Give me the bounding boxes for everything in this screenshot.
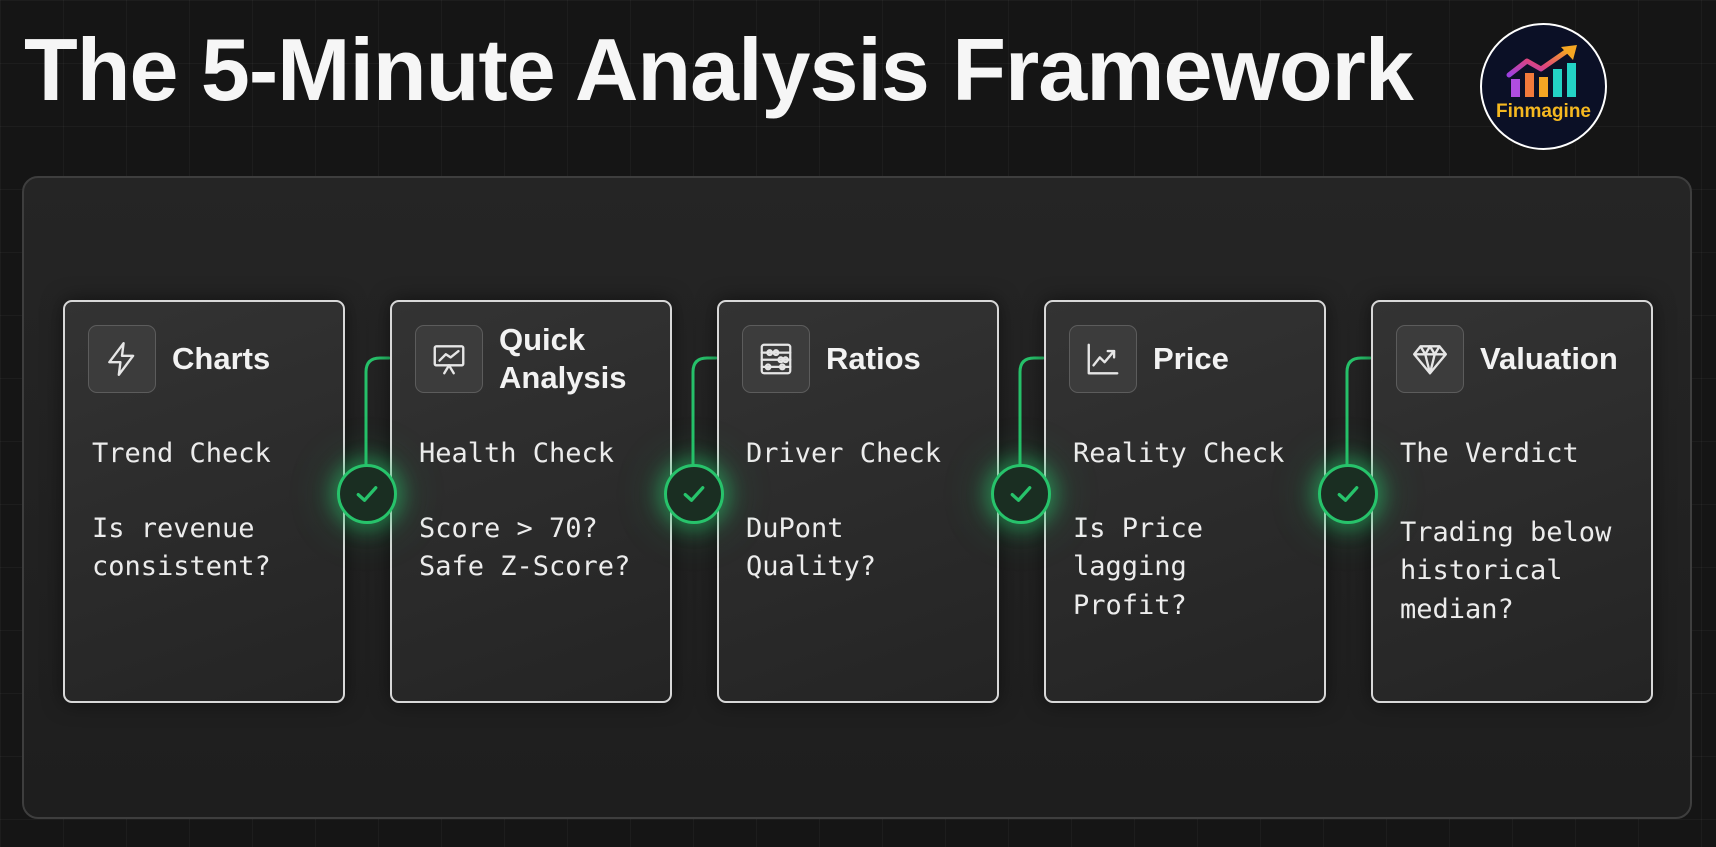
- step-title: Ratios: [826, 341, 921, 377]
- page-title: The 5-Minute Analysis Framework: [24, 20, 1414, 119]
- checkmark-node-3: [991, 464, 1051, 524]
- step-check: Health Check: [419, 438, 615, 469]
- step-title: Valuation: [1480, 341, 1618, 377]
- presentation-chart-icon: [433, 345, 465, 375]
- connector-line-1: [364, 356, 391, 470]
- step-question: Score > 70? Safe Z-Score?: [419, 513, 631, 583]
- checkmark-icon: [1337, 486, 1359, 502]
- growth-chart-logo-icon: [1506, 44, 1577, 97]
- step-icon-box: [1396, 325, 1464, 393]
- line-chart-icon: [1087, 343, 1119, 375]
- step-check: Trend Check: [92, 438, 271, 469]
- step-question: DuPont Quality?: [746, 513, 877, 583]
- step-title: Charts: [172, 341, 271, 377]
- checkmark-icon: [356, 486, 378, 502]
- connector-line-3: [1018, 356, 1045, 470]
- step-icon-box: [88, 325, 156, 393]
- connector-line-4: [1345, 356, 1372, 470]
- finmagine-logo: Finmagine: [1480, 23, 1607, 150]
- abacus-icon: [760, 343, 792, 375]
- step-icon-box: [415, 325, 483, 393]
- checkmark-icon: [1010, 486, 1032, 502]
- step-icon-box: [742, 325, 810, 393]
- lightning-icon: [108, 341, 135, 377]
- step-card-quick-analysis: Quick Analysis Health Check Score > 70? …: [390, 300, 672, 703]
- logo-text: Finmagine: [1495, 100, 1591, 122]
- step-check: The Verdict: [1400, 438, 1579, 469]
- connector-line-2: [691, 356, 718, 470]
- step-card-price: Price Reality Check Is Price lagging Pro…: [1044, 300, 1326, 703]
- checkmark-icon: [683, 486, 705, 502]
- checkmark-node-4: [1318, 464, 1378, 524]
- step-card-ratios: Ratios Driver Check DuPont Quality?: [717, 300, 999, 703]
- step-check: Reality Check: [1073, 438, 1285, 469]
- diamond-icon: [1412, 345, 1448, 375]
- step-card-valuation: Valuation The Verdict Trading below hist…: [1371, 300, 1653, 703]
- step-card-charts: Charts Trend Check Is revenue consistent…: [63, 300, 345, 703]
- step-question: Is Price lagging Profit?: [1073, 513, 1204, 621]
- step-title: Quick Analysis: [499, 322, 627, 395]
- step-title: Price: [1153, 341, 1229, 377]
- checkmark-node-1: [337, 464, 397, 524]
- step-check: Driver Check: [746, 438, 942, 469]
- step-question: Is revenue consistent?: [92, 513, 271, 583]
- step-icon-box: [1069, 325, 1137, 393]
- step-question: Trading below historical median?: [1400, 517, 1612, 625]
- checkmark-node-2: [664, 464, 724, 524]
